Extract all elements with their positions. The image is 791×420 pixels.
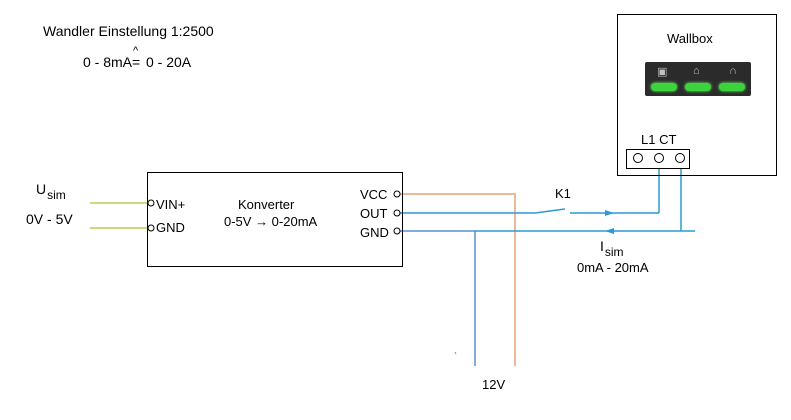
ct-terminal-2 [654, 153, 664, 163]
pin-vin-label: VIN+ [156, 197, 186, 212]
pin-vcc-label: VCC [360, 187, 388, 202]
mapping-hat-icon: ^ [133, 45, 139, 57]
vcc-wire [400, 193, 516, 366]
pin-gnd-in-label: GND [156, 220, 185, 235]
ct-connector-label: L1 CT [641, 132, 677, 147]
title-text: Wandler Einstellung 1:2500 [43, 23, 214, 39]
pin-out [393, 209, 401, 217]
flame-icon: ∩ [729, 65, 737, 77]
stray-mark [454, 351, 457, 355]
i-sim-label: Isim [600, 238, 624, 258]
led-1 [651, 83, 677, 91]
input-range: 0V - 5V [26, 211, 73, 227]
plug-icon: ▣ [657, 66, 668, 78]
return-arrow-icon [605, 228, 614, 234]
relay-k1-label: K1 [555, 186, 571, 201]
wallbox-box [617, 14, 777, 176]
pin-out-label: OUT [360, 206, 388, 221]
ct-terminal-1 [633, 153, 643, 163]
converter-box [147, 172, 403, 267]
u-sim-sub: sim [47, 188, 66, 202]
ct-connector [626, 149, 690, 169]
i-sim-main: I [600, 238, 604, 254]
converter-subtitle: 0-5V → 0-20mA [224, 214, 318, 229]
gnd-out-wire [400, 230, 476, 366]
led-3 [719, 83, 745, 91]
wallbox-title: Wallbox [667, 31, 713, 46]
pin-vin [147, 199, 155, 207]
converter-title: Konverter [238, 197, 295, 212]
mapping-equals: = [132, 54, 141, 70]
current-range: 0mA - 20mA [577, 260, 649, 275]
led-2 [685, 83, 711, 91]
supply-label: 12V [482, 377, 506, 392]
i-sim-sub: sim [604, 245, 624, 259]
pin-vcc [393, 190, 401, 198]
mapping-left: 0 - 8mA [83, 54, 133, 70]
pin-gnd-out-label: GND [360, 225, 389, 240]
ct-terminal-3 [675, 153, 685, 163]
relay-k1-contact [534, 208, 566, 214]
u-sim-main: U [36, 181, 47, 197]
u-sim-label: Usim [36, 181, 66, 201]
car-icon: ⌂ [693, 65, 700, 77]
pin-gnd-out [393, 227, 401, 235]
wallbox-indicator-panel: ▣ ⌂ ∩ [645, 62, 751, 96]
mapping-right: 0 - 20A [146, 54, 192, 70]
out-arrow-icon [605, 210, 614, 216]
pin-gnd-in [147, 224, 155, 232]
